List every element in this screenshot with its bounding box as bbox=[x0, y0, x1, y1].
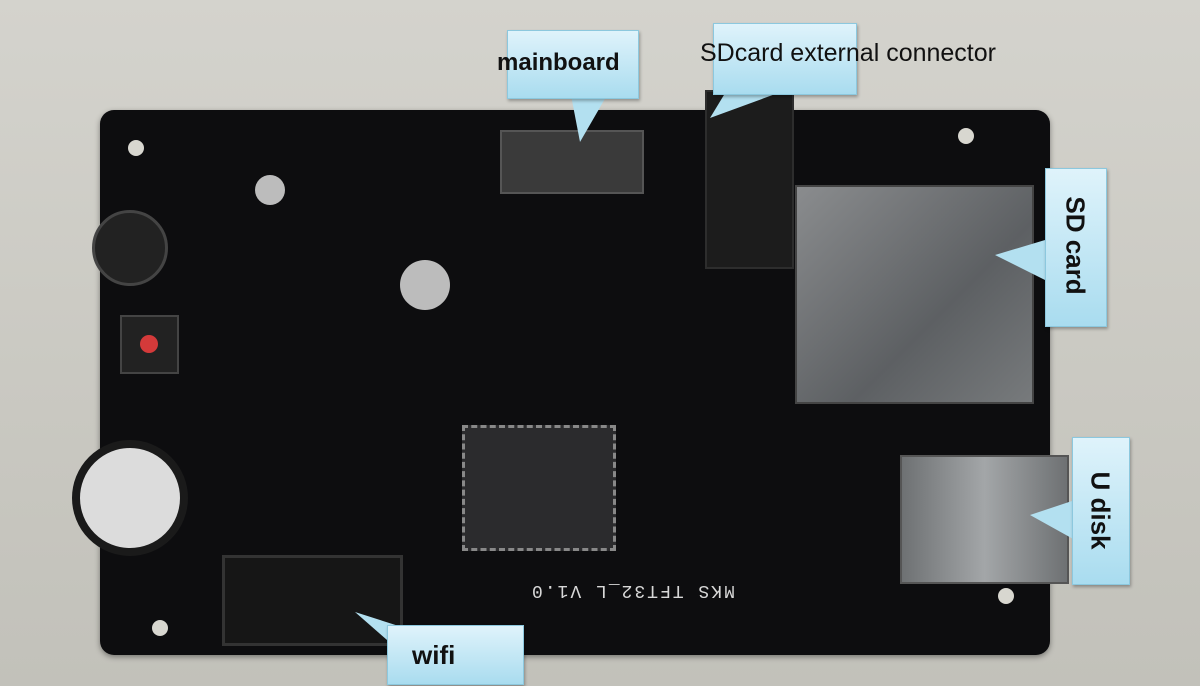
wifi-label: wifi bbox=[412, 640, 456, 670]
mount-hole bbox=[152, 620, 168, 636]
sd-card-callout bbox=[1045, 168, 1107, 327]
sd-card-slot bbox=[795, 185, 1034, 404]
buzzer bbox=[72, 440, 188, 556]
wifi-callout bbox=[387, 625, 524, 685]
pcb-board: MKS TFT32_L V1.0 bbox=[72, 90, 1069, 655]
mount-hole bbox=[128, 140, 144, 156]
u-disk-callout-tail bbox=[1030, 500, 1075, 540]
sd-external-connector bbox=[705, 90, 794, 269]
capacitor bbox=[255, 175, 285, 205]
sd-card-label: SD card bbox=[1060, 196, 1091, 295]
sdcard-connector-callout bbox=[713, 23, 857, 95]
mainboard-label: mainboard bbox=[497, 49, 620, 76]
sd-card-callout-tail bbox=[995, 240, 1045, 280]
mount-hole bbox=[998, 588, 1014, 604]
reset-button-cap bbox=[140, 335, 158, 353]
mainboard-connector bbox=[500, 130, 644, 194]
mainboard-callout-tail bbox=[570, 90, 610, 142]
mcu-chip bbox=[462, 425, 616, 551]
u-disk-callout bbox=[1072, 437, 1130, 585]
wifi-header bbox=[222, 555, 403, 646]
board-silkscreen-label: MKS TFT32_L V1.0 bbox=[530, 580, 735, 600]
sdcard-connector-label: SDcard external connector bbox=[700, 39, 996, 67]
capacitor bbox=[400, 260, 450, 310]
mainboard-callout bbox=[507, 30, 639, 99]
u-disk-label: U disk bbox=[1085, 471, 1116, 550]
reset-button bbox=[120, 315, 179, 374]
mount-hole bbox=[958, 128, 974, 144]
capacitor bbox=[92, 210, 168, 286]
